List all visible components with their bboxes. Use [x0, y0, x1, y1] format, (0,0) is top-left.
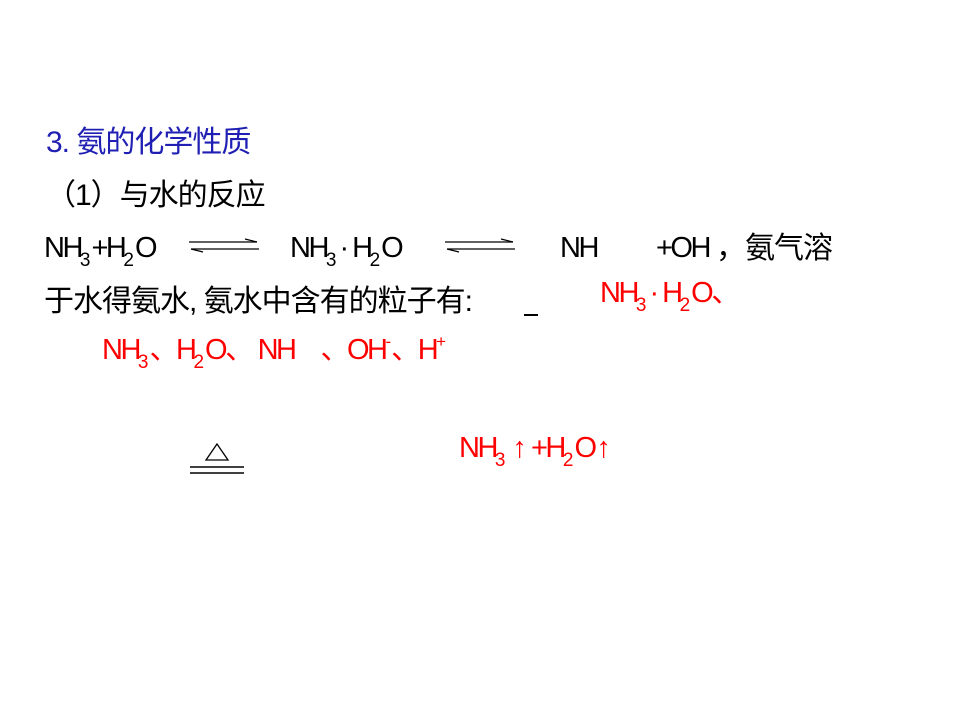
particles-question-text: 于水得氨水, 氨水中含有的粒子有:: [44, 285, 473, 318]
equation-reactants: NH3+H2O: [44, 232, 158, 271]
equation-ammonia-hydrate: NH3·H2O: [290, 232, 404, 271]
subsection-heading: （1）与水的反应: [46, 179, 266, 212]
equation-product-hydroxide: +OH: [656, 232, 711, 264]
reactant-h2o: H2O: [105, 232, 158, 271]
plus-sign: +: [91, 232, 108, 264]
section-heading: 3. 氨的化学性质: [46, 126, 251, 159]
answer-decomposition-products: NH3↑+H2O↑: [459, 432, 611, 471]
reactant-nh3: NH3: [44, 232, 91, 271]
equation-suffix-text: ，氨气溶: [716, 232, 833, 265]
reversible-arrow-icon: [189, 238, 259, 253]
reversible-arrow-icon: [445, 238, 515, 253]
heating-condition-icon: [190, 442, 244, 474]
equation-product-ammonium: NH: [560, 232, 599, 264]
answer-blank-underline: [524, 314, 538, 316]
answer-particles-list: NH3、H2O、NH、OH-、H+: [102, 332, 447, 373]
answer-ammonia-hydrate: NH3·H2O、: [600, 277, 740, 316]
